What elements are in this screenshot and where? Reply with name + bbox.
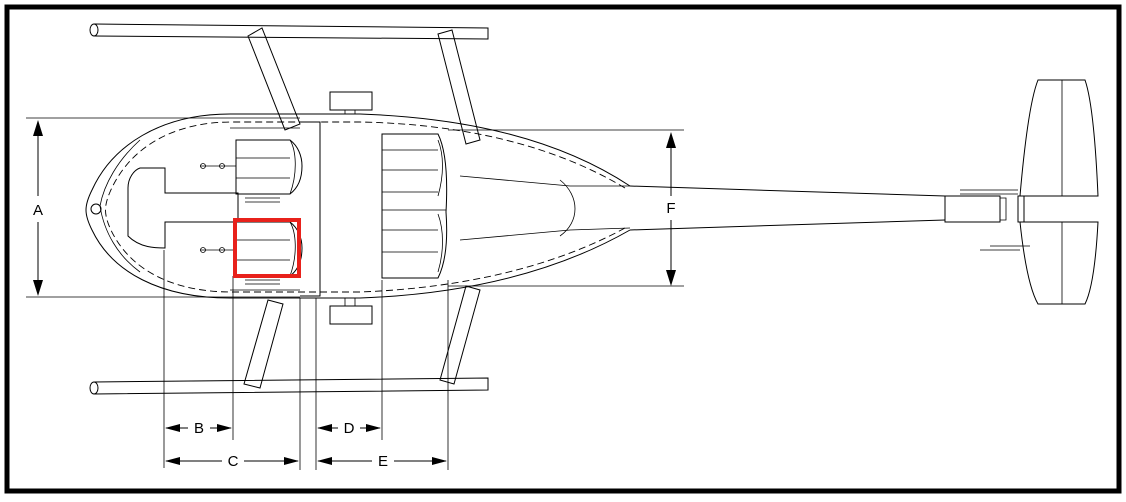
rotor-blade-top-tip: [89, 23, 99, 37]
dim-f-arrow-top: [666, 132, 676, 148]
cabin-divider: [300, 121, 321, 297]
tail-boom-lower-edge: [629, 219, 946, 231]
dim-e-arrow-left: [317, 457, 332, 465]
tail-boom-end: [944, 195, 1001, 223]
rotor-blade-top: [93, 23, 489, 40]
skid-step-upper: [329, 91, 373, 111]
nose-light: [90, 203, 102, 215]
engine-fairing-upper: [459, 175, 630, 187]
stabilizer-hinge: [1017, 195, 1025, 223]
fuselage-inner-dashed: [105, 121, 626, 293]
rotor-blade-lower-right: [439, 285, 481, 385]
dim-c-arrow-left: [165, 457, 180, 465]
rotor-blade-bottom-tip: [89, 381, 99, 395]
skid-step-lower-mount: [344, 298, 356, 306]
stabilizer-lower: [1019, 221, 1099, 305]
rotor-blade-upper-right: [437, 29, 481, 145]
belt-lower: [245, 279, 280, 285]
rear-left-seat: [200, 221, 303, 277]
dim-label-f: F: [666, 200, 675, 217]
dimension-lines: [26, 117, 684, 470]
dim-b-arrow-left: [165, 424, 180, 432]
outer-frame: [4, 4, 1122, 494]
dim-a-arrow-top: [33, 120, 43, 136]
dim-label-b: B: [194, 420, 204, 437]
belt-upper: [245, 197, 280, 203]
main-rotor: [89, 23, 489, 395]
dimension-labels: A F B C D E: [30, 198, 679, 470]
seat-highlight-box: [233, 218, 301, 278]
dim-f-arrow-bottom: [666, 270, 676, 286]
dim-label-e: E: [378, 453, 388, 470]
tail-boom-end-detail: [1000, 197, 1007, 221]
tail-boom-upper-edge: [629, 185, 946, 197]
rotor-blade-bottom: [93, 377, 489, 395]
dim-d-arrow-right: [366, 424, 381, 432]
front-right-seat: [200, 139, 303, 195]
dim-label-d: D: [344, 420, 355, 437]
dim-a-arrow-bottom: [33, 280, 43, 296]
dim-label-a: A: [33, 202, 43, 219]
seats: [200, 133, 448, 285]
skid-step-upper-mount: [344, 110, 356, 114]
tail-rotor-indicator: [980, 245, 1030, 251]
fuselage-outline: [85, 113, 631, 299]
tail-boom: [629, 185, 1007, 231]
instrument-console: [127, 167, 239, 249]
tail-stabilizer: [960, 79, 1099, 305]
dim-d-arrow-left: [317, 424, 332, 432]
engine-fairing-curve: [559, 179, 576, 237]
stabilizer-link-upper: [960, 189, 1018, 195]
skid-step-lower: [329, 305, 373, 325]
rear-bench-seats: [381, 133, 448, 279]
dim-c-arrow-right: [284, 457, 299, 465]
stabilizer-upper: [1019, 79, 1099, 197]
engine-fairing-lower: [459, 227, 631, 241]
rotor-blade-upper-left: [247, 27, 301, 131]
dim-e-arrow-right: [432, 457, 447, 465]
dim-b-arrow-right: [217, 424, 232, 432]
dim-label-c: C: [228, 453, 239, 470]
rotor-blade-lower-left: [243, 299, 284, 389]
fuselage: [85, 113, 631, 299]
